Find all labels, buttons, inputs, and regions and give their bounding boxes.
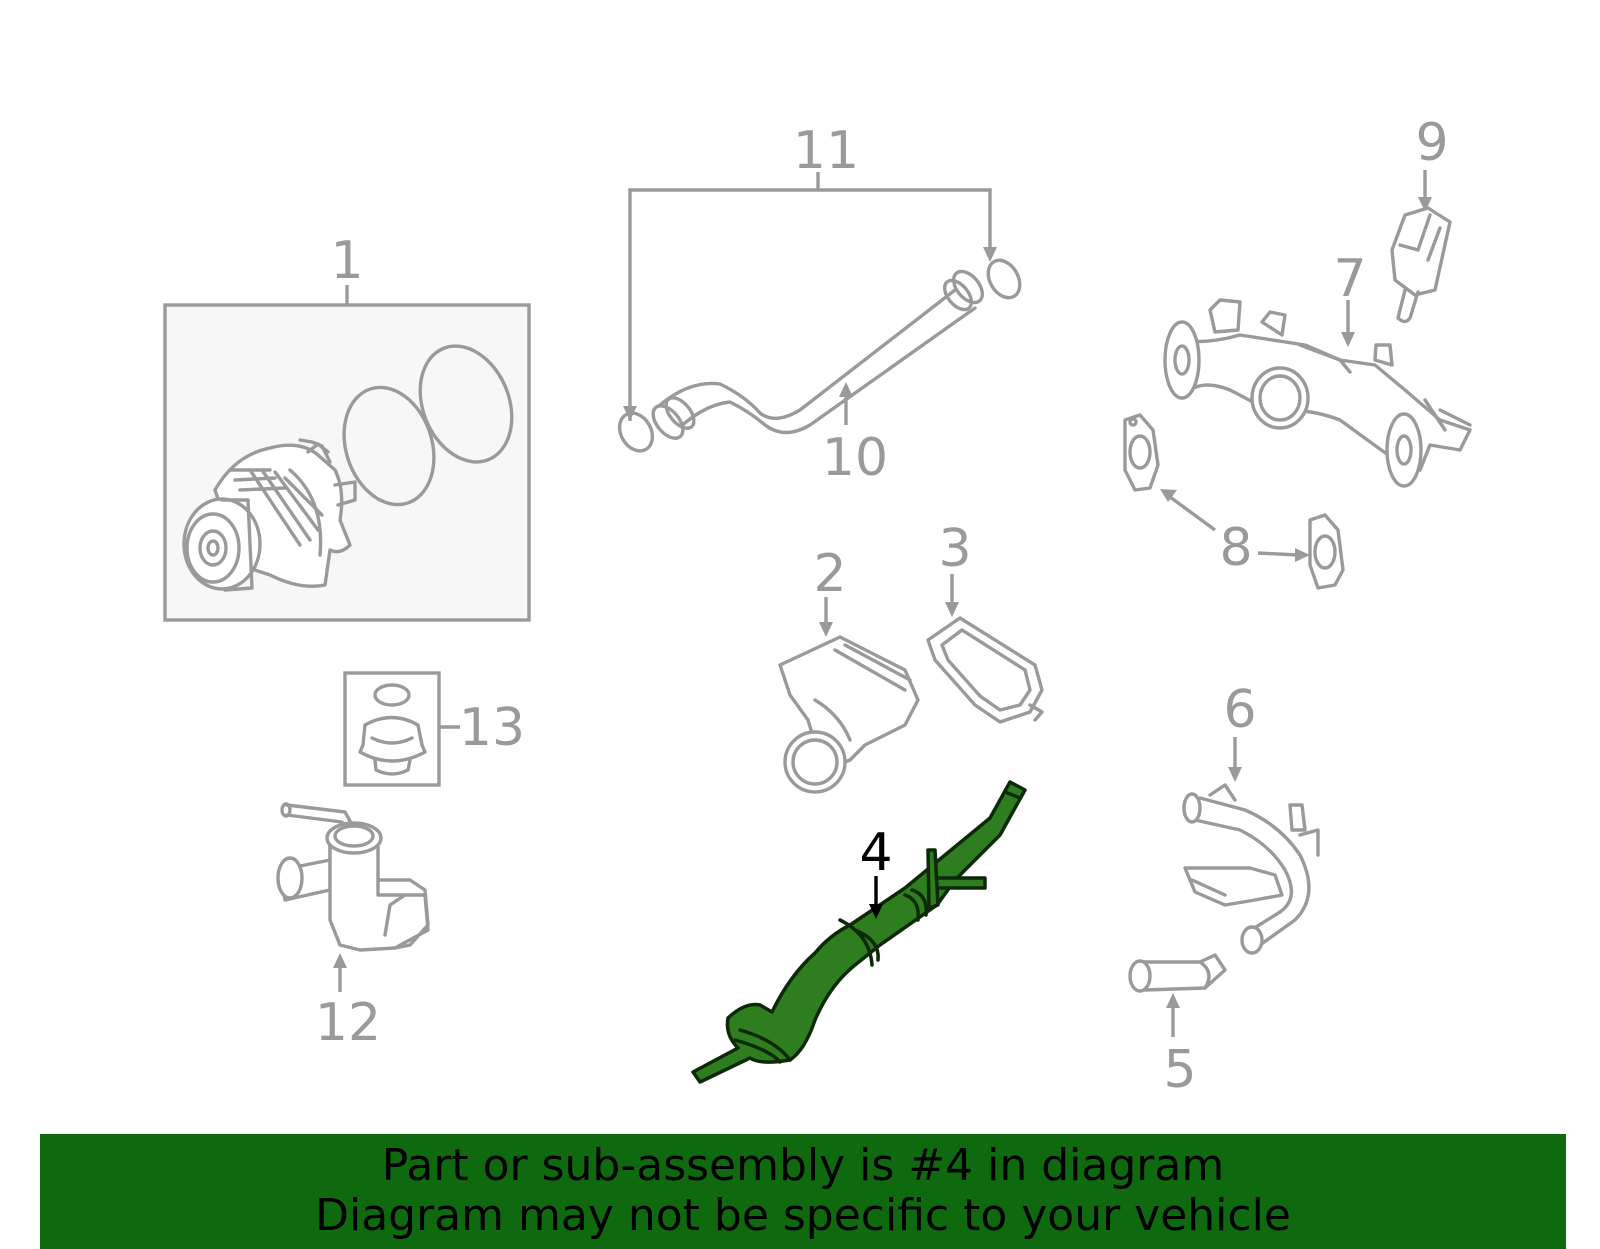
part-9-temperature-sensor[interactable] xyxy=(1390,170,1452,324)
disclaimer-banner: Part or sub-assembly is #4 in diagram Di… xyxy=(40,1134,1566,1249)
part-13-cap-assembly[interactable] xyxy=(343,671,460,787)
banner-line-part-number: Part or sub-assembly is #4 in diagram xyxy=(381,1140,1225,1191)
callout-13: 13 xyxy=(459,698,525,758)
callout-6: 6 xyxy=(1223,680,1256,740)
callout-11: 11 xyxy=(793,121,859,181)
part-3-thermostat-gasket[interactable] xyxy=(926,574,1044,724)
callout-5: 5 xyxy=(1163,1040,1196,1100)
callout-8: 8 xyxy=(1219,518,1252,578)
part-11-o-rings[interactable] xyxy=(613,172,1026,457)
part-12-water-outlet[interactable] xyxy=(276,802,430,992)
part-1-water-pump[interactable] xyxy=(163,285,531,622)
callout-2: 2 xyxy=(813,544,846,604)
callout-12: 12 xyxy=(315,993,381,1053)
part-2-thermostat-housing[interactable] xyxy=(778,597,920,794)
callout-9: 9 xyxy=(1415,113,1448,173)
part-10-coolant-pipe[interactable] xyxy=(647,266,988,443)
part-4-coolant-pipe-highlighted[interactable] xyxy=(691,780,1027,1084)
part-7-water-outlet[interactable] xyxy=(1163,298,1472,488)
callout-7: 7 xyxy=(1333,249,1366,309)
banner-line-disclaimer: Diagram may not be specific to your vehi… xyxy=(315,1190,1291,1241)
part-5-hose[interactable] xyxy=(1128,953,1227,1037)
part-8-gaskets[interactable] xyxy=(1123,413,1345,590)
callout-4: 4 xyxy=(859,823,892,883)
callout-10: 10 xyxy=(822,428,888,488)
part-6-bypass-pipe[interactable] xyxy=(1182,737,1320,955)
callout-3: 3 xyxy=(938,519,971,579)
callout-1: 1 xyxy=(330,231,363,291)
